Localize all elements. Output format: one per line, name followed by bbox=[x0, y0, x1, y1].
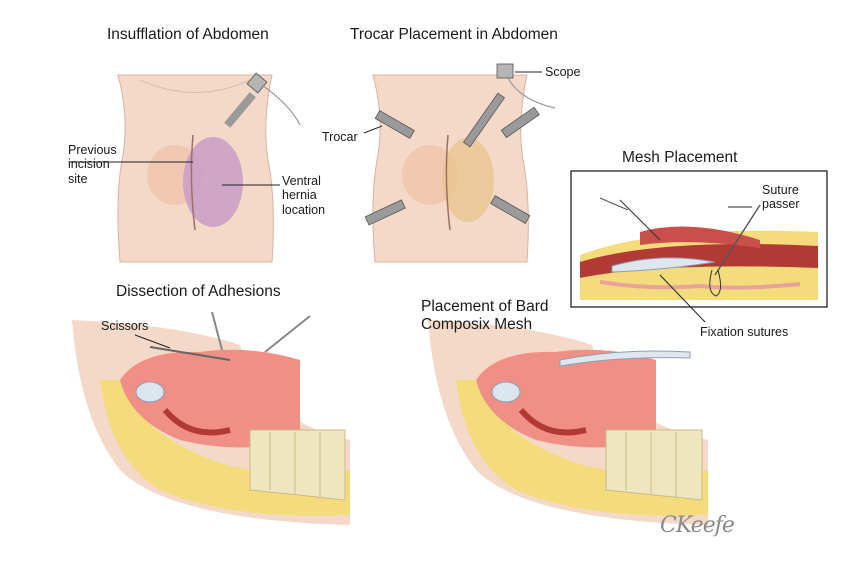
incision-line bbox=[190, 134, 196, 231]
trocar-label: Trocar bbox=[322, 130, 358, 144]
previous-incision-label: Previous incision site bbox=[68, 143, 117, 186]
insufflation-title: Insufflation of Abdomen bbox=[107, 26, 269, 43]
mesh-placement-title: Mesh Placement bbox=[622, 149, 738, 166]
scope-label: Scope bbox=[545, 65, 581, 79]
ventral-hernia-label: Ventral hernia location bbox=[282, 174, 326, 217]
dissection-cross-section bbox=[72, 311, 350, 525]
scissors-label: Scissors bbox=[101, 319, 149, 333]
hernia-region bbox=[183, 137, 243, 227]
mesh-placement-box bbox=[570, 170, 828, 323]
fixation-sutures-label: Fixation sutures bbox=[700, 325, 789, 339]
insufflation-torso bbox=[70, 72, 301, 263]
mesh-sheet bbox=[611, 257, 716, 273]
dissection-title: Dissection of Adhesions bbox=[116, 283, 281, 300]
bard-mesh-cross-section bbox=[428, 320, 708, 525]
suture-passer-label: Suture passer bbox=[762, 183, 800, 212]
bard-mesh-sheet bbox=[559, 350, 691, 367]
trocar-torso bbox=[363, 63, 556, 263]
trocar-title: Trocar Placement in Abdomen bbox=[350, 26, 558, 43]
bard-mesh-title: Placement of Bard Composix Mesh bbox=[421, 298, 549, 333]
artist-signature: CKeefe bbox=[660, 513, 735, 538]
